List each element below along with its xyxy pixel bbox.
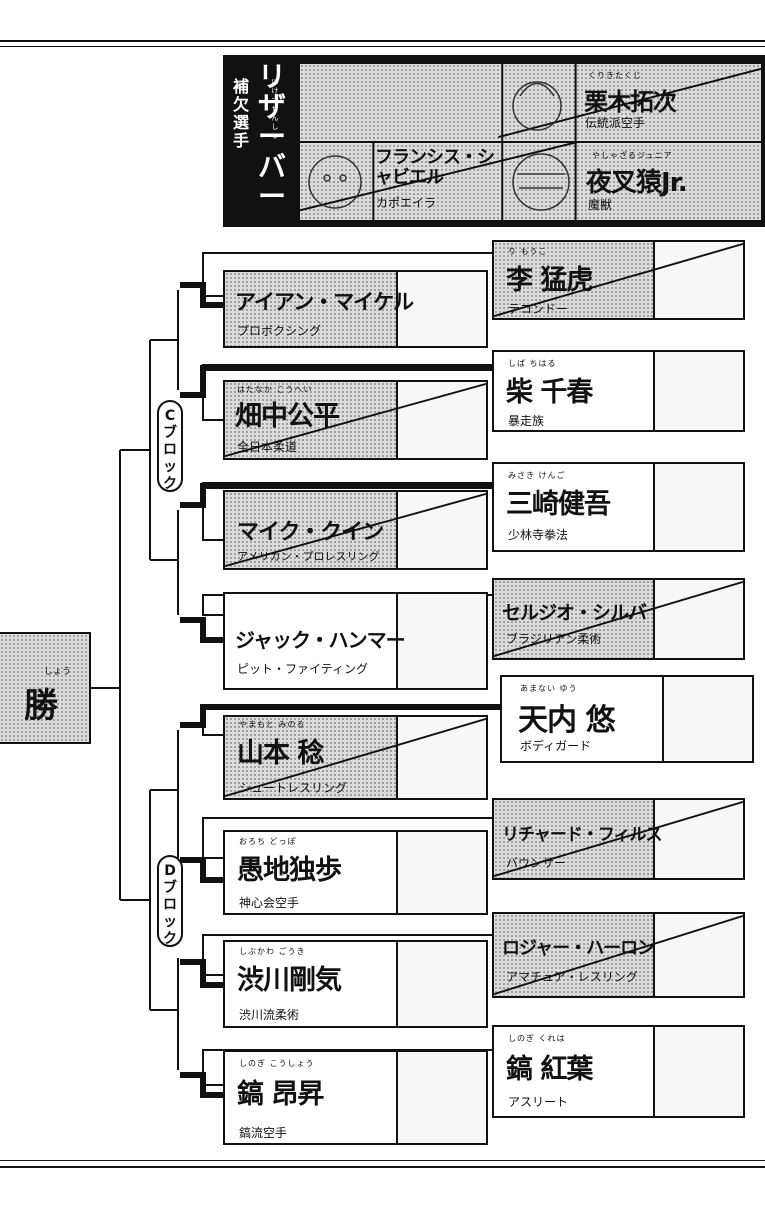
fighter-card: ロジャー・ハーロン アマチュア・レスリング xyxy=(492,912,745,998)
reserve-fighter-ruby: やしゃざるジュニア xyxy=(592,151,673,160)
fighter-card: おろち どっぽ 愚地独歩 神心会空手 xyxy=(223,830,488,915)
fighter-name: ロジャー・ハーロン xyxy=(502,938,655,959)
fighter-name: セルジオ・シルバ xyxy=(502,602,647,624)
winner-label: 勝 xyxy=(24,686,58,726)
fighter-card: はたなか こうへい 畑中公平 全日本柔道 xyxy=(223,380,488,460)
fighter-name: 愚地独歩 xyxy=(237,855,342,886)
fighter-card: ジャック・ハンマー ピット・ファイティング xyxy=(223,592,488,690)
reserve-fighter-style: 伝統派空手 xyxy=(585,116,646,130)
reserve-fighter-name: フランシス・シャビエル xyxy=(375,147,495,188)
bottom-rule xyxy=(0,1166,765,1168)
portrait-icon xyxy=(396,942,486,1026)
fighter-name: ジャック・ハンマー xyxy=(235,628,406,652)
portrait-icon xyxy=(653,800,743,878)
portrait-icon xyxy=(308,155,362,209)
portrait-icon xyxy=(653,352,743,430)
fighter-ruby: しぶかわ ごうき xyxy=(239,947,306,956)
fighter-name: 畑中公平 xyxy=(235,401,340,432)
fighter-name: 天内 悠 xyxy=(518,703,615,738)
fighter-ruby: しのぎ こうしょう xyxy=(239,1059,315,1068)
top-rule xyxy=(0,40,765,42)
fighter-name: 鎬 昂昇 xyxy=(237,1079,324,1110)
reserve-fighter-name: 夜叉猿Jr. xyxy=(586,168,688,198)
fighter-ruby: あまない ゆう xyxy=(520,684,578,693)
portrait-icon xyxy=(396,832,486,913)
fighter-name: 李 猛虎 xyxy=(506,265,593,296)
reserve-subtitle-ruby: ほけつせんしゅ xyxy=(271,78,279,140)
portrait-icon xyxy=(396,492,486,568)
fighter-card: やまもと みのる 山本 稔 シュートレスリング xyxy=(223,715,488,800)
portrait-icon xyxy=(653,464,743,550)
fighter-ruby: みさき けんご xyxy=(508,471,566,480)
fighter-style: 神心会空手 xyxy=(239,896,300,910)
fighter-ruby: やまもと みのる xyxy=(239,720,306,729)
portrait-icon xyxy=(396,382,486,458)
reserve-fighter-ruby: くりきたくじ xyxy=(588,71,642,80)
fighter-style: 暴走族 xyxy=(508,414,545,428)
portrait-icon xyxy=(396,1052,486,1143)
fighter-ruby: しば ちはる xyxy=(508,359,557,368)
reserve-card-area xyxy=(298,62,763,222)
portrait-icon xyxy=(653,242,743,318)
fighter-name: リチャード・フィルス xyxy=(502,825,662,845)
d-block-label: Dブロック xyxy=(157,855,183,947)
fighter-name: 鎬 紅葉 xyxy=(506,1054,593,1085)
fighter-card: リチャード・フィルス バウンサー xyxy=(492,798,745,880)
fighter-card: アイアン・マイケル プロボクシング xyxy=(223,270,488,348)
fighter-style: 鎬流空手 xyxy=(239,1126,288,1140)
reserve-title: リザーバー xyxy=(257,60,286,213)
fighter-ruby: り もうこ xyxy=(508,247,548,256)
reserve-fighter-name: 栗木拓次 xyxy=(584,88,677,116)
portrait-icon xyxy=(396,717,486,798)
portrait-icon xyxy=(653,914,743,996)
fighter-ruby: おろち どっぽ xyxy=(239,837,297,846)
portrait-icon xyxy=(512,81,562,131)
fighter-name: アイアン・マイケル xyxy=(235,290,414,314)
fighter-name: 柴 千春 xyxy=(506,377,593,408)
fighter-style: 渋川流柔術 xyxy=(239,1008,300,1022)
portrait-icon xyxy=(653,1027,743,1116)
winner-box: しょう 勝 xyxy=(0,632,91,744)
c-block-label: Cブロック xyxy=(157,400,183,492)
top-rule-thin xyxy=(0,46,765,47)
fighter-card: しのぎ こうしょう 鎬 昂昇 鎬流空手 xyxy=(223,1050,488,1145)
portrait-icon xyxy=(662,677,752,761)
fighter-card: みさき けんご 三崎健吾 少林寺拳法 xyxy=(492,462,745,552)
fighter-name: 渋川剛気 xyxy=(237,965,342,996)
fighter-card-highlight: あまない ゆう 天内 悠 ボディガード xyxy=(500,675,754,763)
fighter-style: アマチュア・レスリング xyxy=(506,970,638,984)
fighter-card: しのぎ くれは 鎬 紅葉 アスリート xyxy=(492,1025,745,1118)
fighter-card: しぶかわ ごうき 渋川剛気 渋川流柔術 xyxy=(223,940,488,1028)
fighter-name: 山本 稔 xyxy=(237,738,324,769)
portrait-icon xyxy=(653,580,743,658)
fighter-name: 三崎健吾 xyxy=(506,489,611,520)
fighter-style: バウンサー xyxy=(506,856,567,870)
portrait-icon xyxy=(396,594,486,688)
fighter-style: ピット・ファイティング xyxy=(237,662,369,676)
bottom-rule-thin xyxy=(0,1160,765,1161)
fighter-style: ボディガード xyxy=(520,739,592,753)
fighter-style: シュートレスリング xyxy=(239,781,348,795)
fighter-style: プロボクシング xyxy=(237,324,322,338)
fighter-name: マイク・クイン xyxy=(237,520,384,545)
fighter-card: しば ちはる 柴 千春 暴走族 xyxy=(492,350,745,432)
fighter-style: テコンドー xyxy=(508,302,569,316)
reserve-fighter-style: 魔獣 xyxy=(588,198,613,212)
winner-ruby: しょう xyxy=(44,667,72,677)
fighter-card: セルジオ・シルバ ブラジリアン柔術 xyxy=(492,578,745,660)
fighter-style: アスリート xyxy=(508,1095,569,1109)
fighter-style: アメリカン・プロレスリング xyxy=(237,550,380,563)
fighter-style: ブラジリアン柔術 xyxy=(506,632,602,646)
fighter-style: 全日本柔道 xyxy=(237,440,298,454)
reserve-fighter-style: カポエイラ xyxy=(376,196,437,210)
portrait-icon xyxy=(396,272,486,346)
reserve-subtitle: 補欠選手 xyxy=(232,77,249,150)
fighter-ruby: しのぎ くれは xyxy=(508,1034,566,1043)
fighter-card: り もうこ 李 猛虎 テコンドー xyxy=(492,240,745,320)
fighter-style: 少林寺拳法 xyxy=(508,528,569,542)
portrait-icon xyxy=(512,153,570,211)
fighter-card: マイク・クイン アメリカン・プロレスリング xyxy=(223,490,488,570)
